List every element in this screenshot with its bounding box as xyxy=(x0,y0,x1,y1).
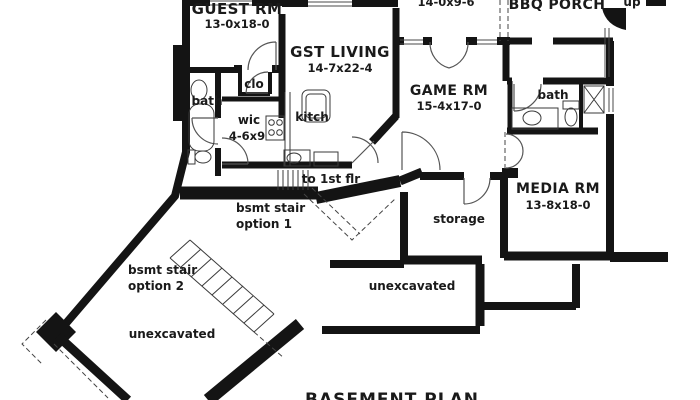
sink-icon xyxy=(190,79,208,101)
door-bath-right xyxy=(513,83,542,112)
dishwasher-icon xyxy=(313,151,339,167)
footing-dashed xyxy=(53,343,109,399)
stair-run-dashed xyxy=(253,331,285,359)
sink-icon xyxy=(522,110,542,126)
shower-icon xyxy=(583,85,605,114)
vanity-icon xyxy=(511,107,559,130)
burner-icon xyxy=(276,129,283,136)
dashed-guides xyxy=(21,0,509,399)
window-bath-right xyxy=(608,88,614,112)
kitchen-sink-icon xyxy=(286,152,302,164)
stair-treads-option2 xyxy=(169,239,275,333)
stairs-to-first-floor xyxy=(277,170,309,190)
door-storage xyxy=(463,177,491,205)
to-first-floor-annotation: to 1st flr xyxy=(301,172,361,186)
up-annotation: up xyxy=(623,0,641,9)
stair-path-dashed xyxy=(303,193,397,241)
kitchen-island-inner xyxy=(305,93,327,119)
room-label-media: MEDIA RM xyxy=(516,181,600,197)
room-dims-media: 13-8x18-0 xyxy=(525,198,591,212)
stair-option-2-annotation: bsmt stair option 2 xyxy=(128,262,197,294)
stairs-option-2 xyxy=(169,239,275,333)
door-kitchen xyxy=(351,136,379,164)
kitchen-island xyxy=(301,89,331,123)
room-dims-guest: 13-0x18-0 xyxy=(204,17,270,31)
stair-option-2-line2: option 2 xyxy=(128,279,184,293)
windows xyxy=(210,0,614,112)
wall-pilaster xyxy=(173,45,182,121)
plan-title: BASEMENT PLAN xyxy=(305,390,479,400)
door-guest xyxy=(247,41,277,71)
toilet-tank-icon xyxy=(562,100,580,110)
door-arcs xyxy=(191,41,542,205)
shower-x xyxy=(583,85,605,114)
room-dims-gst-living: 14-7x22-4 xyxy=(307,61,373,75)
kitchen-sink-cabinet xyxy=(283,149,311,167)
stair-option-1-line2: option 1 xyxy=(236,217,292,231)
room-dims-wic: 4-6x9 xyxy=(228,129,266,143)
toilet-icon xyxy=(564,107,578,127)
stair-option-1-annotation: bsmt stair option 1 xyxy=(236,200,305,232)
tub-icon xyxy=(188,103,215,152)
up-stair-corner xyxy=(602,8,626,30)
room-label-wic: wic xyxy=(237,113,261,127)
room-label-unexcavated-left: unexcavated xyxy=(128,327,216,341)
room-label-guest: GUEST RM xyxy=(191,0,283,18)
burner-icon xyxy=(268,119,275,126)
stove-icon xyxy=(265,115,285,141)
room-dims-game: 15-4x17-0 xyxy=(416,99,482,113)
room-label-game: GAME RM xyxy=(409,83,489,99)
stair-option-2-line1: bsmt stair xyxy=(128,263,198,277)
room-dims-upper: 14-0x9-6 xyxy=(417,0,475,9)
window-game-top-left xyxy=(400,39,423,45)
double-door-media xyxy=(505,133,524,169)
stair-path-dashed-2 xyxy=(311,187,361,235)
door-game xyxy=(401,131,441,171)
toilet-icon xyxy=(194,150,212,164)
fixtures xyxy=(187,79,605,167)
french-doors-top xyxy=(429,41,469,69)
room-label-unexcavated-center: unexcavated xyxy=(368,279,456,293)
burner-icon xyxy=(276,119,283,126)
room-label-gst-living: GST LIVING xyxy=(290,43,390,61)
window-guest-top xyxy=(210,0,252,6)
room-label-clo: clo xyxy=(244,77,264,91)
window-game-top-right xyxy=(477,39,497,45)
stair-option-1-line1: bsmt stair xyxy=(236,201,306,215)
room-label-storage: storage xyxy=(433,212,485,226)
window-living-top xyxy=(308,1,352,7)
porch-dashed-edge xyxy=(499,0,509,41)
door-wic xyxy=(221,137,249,165)
room-label-bath-right: bath xyxy=(537,88,569,102)
room-label-bath-left: bath xyxy=(191,94,223,108)
walls xyxy=(36,0,668,400)
room-label-bbq-porch: BBQ PORCH xyxy=(508,0,606,13)
burner-icon xyxy=(268,129,275,136)
door-clo xyxy=(245,71,269,94)
stair-treads-option1 xyxy=(277,170,309,190)
room-label-kitch: kitch xyxy=(295,110,329,124)
porch-screen-line xyxy=(604,28,610,77)
corner-notch-dashed xyxy=(21,319,47,365)
